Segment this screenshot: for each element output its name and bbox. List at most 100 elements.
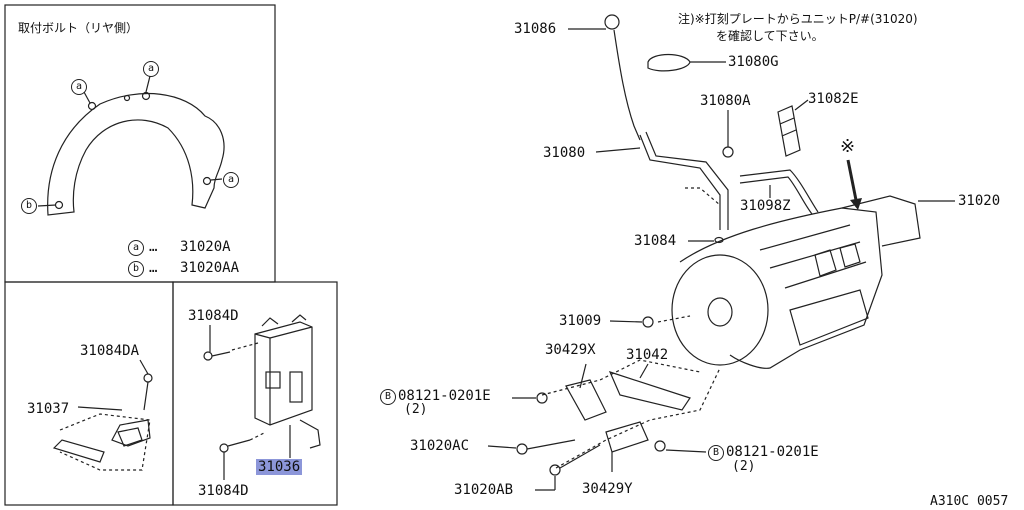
case-rib bbox=[759, 224, 851, 251]
part-31020ac[interactable]: 31020AC bbox=[410, 438, 470, 454]
part-31084d-bottom[interactable]: 31084D bbox=[198, 483, 249, 499]
part-31084d-top[interactable]: 31084D bbox=[188, 308, 239, 324]
bolt-shaft bbox=[143, 381, 149, 411]
small-bolt bbox=[219, 443, 229, 453]
bolt-shaft bbox=[227, 439, 251, 447]
note-line-1: 注)※打刻プレートからユニットP/#(31020) bbox=[678, 12, 918, 26]
marker-a: a bbox=[143, 61, 159, 77]
qty-right: (2) bbox=[732, 459, 756, 474]
bolt-hole bbox=[141, 91, 151, 101]
part-08121-0201e-left[interactable]: 08121-0201E bbox=[398, 388, 491, 404]
hose-clip bbox=[777, 105, 801, 157]
legend-31020aa[interactable]: 31020AA bbox=[180, 260, 240, 276]
label-plate bbox=[265, 371, 281, 389]
part-31080a[interactable]: 31080A bbox=[700, 93, 751, 109]
torque-converter-face bbox=[671, 254, 769, 366]
asterisk-arrow bbox=[846, 159, 858, 201]
leader bbox=[37, 204, 57, 207]
leader bbox=[231, 342, 259, 351]
part-08121-0201e-right[interactable]: 08121-0201E bbox=[726, 444, 819, 460]
bracket-31042 bbox=[608, 371, 691, 411]
dashed-outline bbox=[657, 315, 691, 323]
marker-a: a bbox=[223, 172, 239, 188]
dipstick-rod bbox=[613, 29, 641, 141]
bolt-head bbox=[549, 464, 561, 476]
asterisk-arrowhead bbox=[850, 198, 862, 210]
part-31084da[interactable]: 31084DA bbox=[80, 343, 140, 359]
leader bbox=[595, 147, 641, 153]
torque-converter-hub bbox=[707, 297, 733, 327]
small-bolt bbox=[143, 373, 153, 383]
transmission-case bbox=[679, 207, 883, 369]
part-30429y[interactable]: 30429Y bbox=[582, 481, 633, 497]
bolt-head bbox=[722, 146, 734, 158]
part-31084[interactable]: 31084 bbox=[634, 233, 677, 249]
leader bbox=[639, 363, 649, 379]
leader bbox=[579, 363, 587, 389]
bolt-head bbox=[536, 392, 548, 404]
bracket-link bbox=[52, 439, 105, 463]
legend-dots: … bbox=[149, 239, 158, 255]
note-line-2: を確認して下さい。 bbox=[716, 29, 824, 43]
dashed-outline bbox=[541, 359, 701, 396]
mount-tab bbox=[261, 317, 279, 327]
part-31009[interactable]: 31009 bbox=[559, 313, 602, 329]
bolt-head bbox=[642, 316, 654, 328]
qty-left: (2) bbox=[404, 402, 428, 417]
part-31098z[interactable]: 31098Z bbox=[740, 198, 791, 214]
hose-clip-rib bbox=[781, 129, 797, 137]
bolt-head bbox=[654, 440, 666, 452]
bolt-hole bbox=[87, 101, 97, 111]
dashed-outline bbox=[555, 367, 721, 469]
bolt-head bbox=[516, 443, 528, 455]
connector bbox=[289, 371, 303, 403]
vent-hose bbox=[739, 169, 819, 213]
leader bbox=[609, 320, 643, 323]
leader bbox=[77, 406, 123, 411]
small-bolt bbox=[203, 351, 213, 361]
shift-detail bbox=[839, 243, 861, 268]
control-unit-box bbox=[254, 321, 313, 426]
part-31037[interactable]: 31037 bbox=[27, 401, 70, 417]
part-31020ab[interactable]: 31020AB bbox=[454, 482, 514, 498]
marker-a: a bbox=[71, 79, 87, 95]
sensor-body bbox=[117, 427, 143, 447]
mount-tab bbox=[299, 419, 321, 449]
part-31080g[interactable]: 31080G bbox=[728, 54, 779, 70]
legend-marker-b: b bbox=[128, 261, 144, 277]
bracket-30429x bbox=[565, 379, 607, 421]
leader bbox=[487, 445, 517, 449]
shift-detail bbox=[814, 249, 837, 277]
leader bbox=[145, 75, 151, 93]
part-30429x[interactable]: 30429X bbox=[545, 342, 596, 358]
bolt-shaft bbox=[526, 439, 576, 450]
part-31020[interactable]: 31020 bbox=[958, 193, 1001, 209]
bolt-hole bbox=[202, 176, 212, 186]
leader bbox=[249, 431, 267, 441]
bolt-shaft bbox=[211, 351, 231, 357]
control-unit-edge bbox=[254, 333, 271, 339]
part-31086[interactable]: 31086 bbox=[514, 21, 557, 37]
filler-tube bbox=[639, 134, 721, 230]
case-rib bbox=[784, 261, 867, 289]
part-31036-highlighted[interactable]: 31036 bbox=[256, 459, 303, 475]
asterisk-mark: ※ bbox=[840, 136, 856, 157]
part-31042[interactable]: 31042 bbox=[626, 347, 669, 363]
reference-code: A310C 0057 bbox=[930, 494, 1009, 509]
part-31082e[interactable]: 31082E bbox=[808, 91, 859, 107]
leader bbox=[665, 449, 707, 453]
leader bbox=[210, 178, 223, 181]
hose-clip-rib bbox=[779, 117, 795, 125]
dashed-outline bbox=[685, 187, 721, 206]
inset-bottom-left-frame bbox=[4, 281, 174, 506]
mount-tab bbox=[291, 314, 307, 323]
part-31080[interactable]: 31080 bbox=[543, 145, 586, 161]
vent-hose-inner bbox=[739, 176, 813, 215]
inset-bottom-mid-frame bbox=[172, 281, 338, 506]
leader bbox=[83, 91, 91, 104]
circle-b-marker: B bbox=[380, 389, 396, 405]
bolt-shaft bbox=[559, 444, 601, 469]
legend-31020a[interactable]: 31020A bbox=[180, 239, 231, 255]
